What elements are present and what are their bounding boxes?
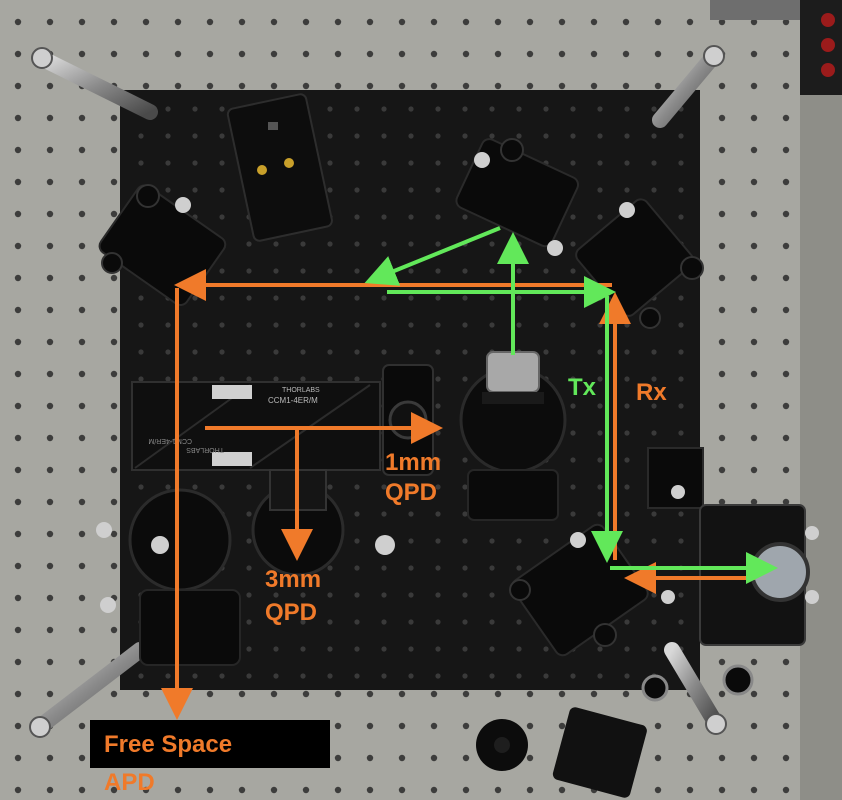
lens-tube-center [459,351,567,521]
tx-beam-path [364,226,778,584]
corner-post-bottom-left [29,642,148,738]
apd-mount [96,488,241,666]
tx-label: Tx [568,374,597,401]
detector-electronics-box [226,93,333,242]
mirror-mount-top-center [455,138,580,256]
corner-post-bottom-right [664,642,727,735]
qpd-3mm-label-line1: 3mm [265,566,321,593]
cage-cube-model-label-1: CCM1-4ER/M [268,396,318,405]
thorlabs-label-2: THORLABS [186,446,224,453]
qpd-1mm-label-line1: 1mm [385,449,441,476]
thorlabs-label-1: THORLABS [282,387,320,394]
apd-label-line1: Free Space [104,731,232,758]
misc-mount-bottom-right [552,707,647,798]
apd-label-box [90,720,330,768]
qpd-1mm-label-line2: QPD [385,479,437,506]
corner-post-top-left [31,47,158,120]
qpd-3mm-label-line2: QPD [265,599,317,626]
apd-label-line2: APD [104,769,155,796]
rx-label: Rx [636,379,667,406]
cage-cube-model-label-2: CCM1-4ER/M [148,437,192,444]
corner-post-top-right [652,45,725,128]
cage-cube-assembly: THORLABS CCM1-4ER/M THORLABS CCM1-4ER/M [131,364,434,476]
